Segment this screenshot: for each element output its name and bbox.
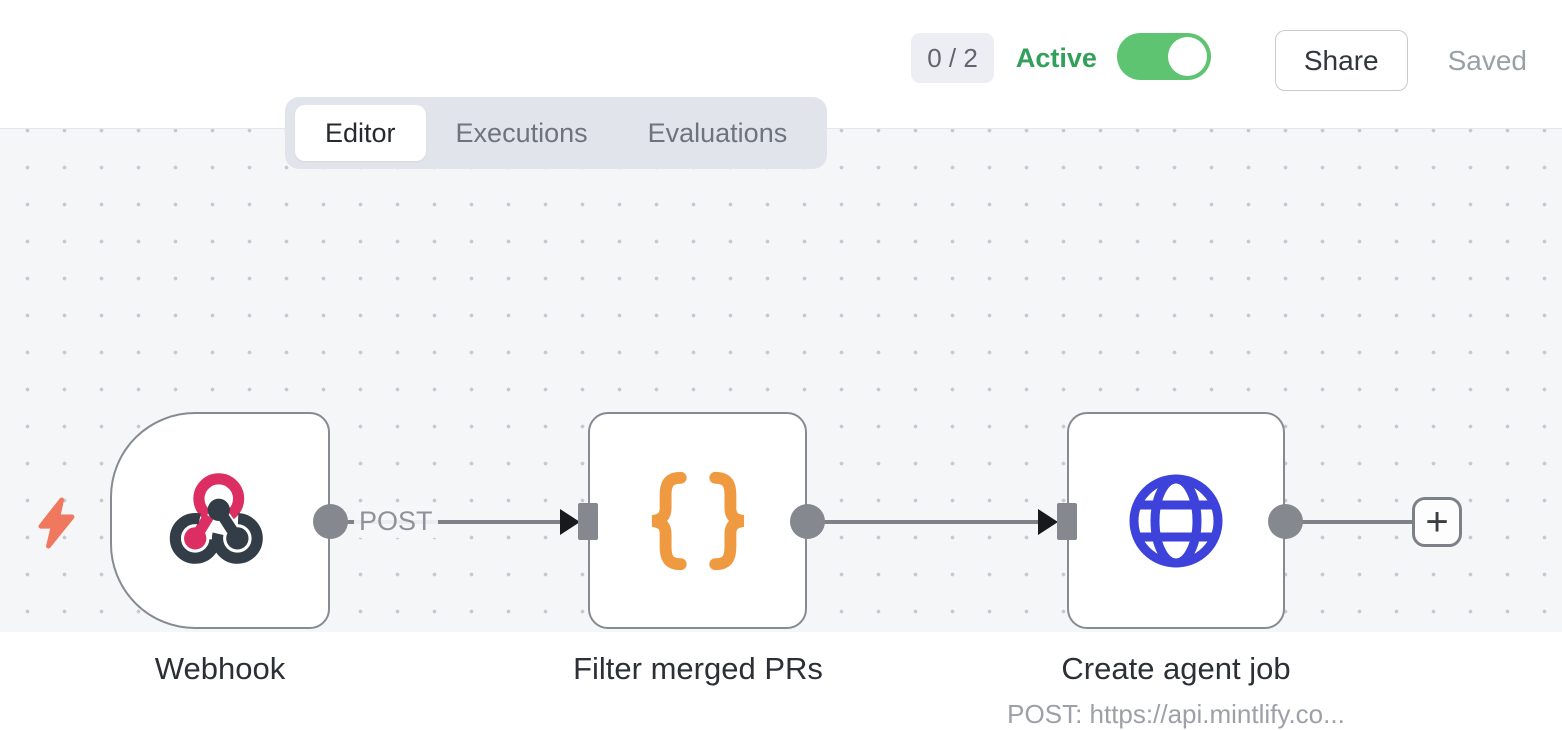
webhook-icon: [169, 472, 263, 564]
issues-counter-badge[interactable]: 0 / 2: [911, 33, 994, 83]
header-controls: 0 / 2 Active Share Saved: [911, 0, 1527, 129]
node-label-http: Create agent job: [1061, 651, 1291, 686]
tab-evaluations[interactable]: Evaluations: [647, 118, 788, 148]
workflow-canvas[interactable]: Webhook Filter merged PRs Create agent j…: [0, 129, 1562, 729]
active-toggle[interactable]: [1116, 33, 1211, 80]
toggle-knob: [1167, 37, 1207, 76]
filter-input-connector[interactable]: [578, 503, 598, 540]
node-webhook[interactable]: [110, 412, 330, 629]
trigger-bolt-icon: [38, 497, 75, 549]
view-tabbar: Editor Executions Evaluations: [285, 97, 828, 170]
connection-label-post: POST: [354, 506, 438, 538]
connection-http-add: [1302, 520, 1414, 524]
active-label: Active: [1015, 43, 1097, 73]
node-create-agent-job[interactable]: [1067, 412, 1285, 629]
node-label-webhook: Webhook: [154, 651, 286, 686]
tab-editor[interactable]: Editor: [295, 105, 426, 162]
node-subtitle-http: POST: https://api.mintlify.co...: [1007, 699, 1345, 729]
code-braces-icon: [651, 471, 744, 570]
globe-icon: [1129, 474, 1223, 567]
saved-status: Saved: [1447, 45, 1527, 76]
connection-filter-http[interactable]: [824, 520, 1040, 524]
share-button[interactable]: Share: [1274, 30, 1408, 91]
webhook-output-connector[interactable]: [313, 504, 348, 539]
arrowhead-icon: [1038, 509, 1058, 535]
add-node-button[interactable]: +: [1412, 497, 1462, 547]
node-label-filter: Filter merged PRs: [573, 651, 823, 686]
node-filter-merged-prs[interactable]: [588, 412, 807, 629]
connection-webhook-filter[interactable]: [347, 520, 563, 524]
http-input-connector[interactable]: [1057, 503, 1077, 540]
tab-executions[interactable]: Executions: [455, 118, 588, 148]
arrowhead-icon: [560, 509, 580, 535]
filter-output-connector[interactable]: [790, 504, 825, 539]
http-output-connector[interactable]: [1268, 504, 1303, 539]
